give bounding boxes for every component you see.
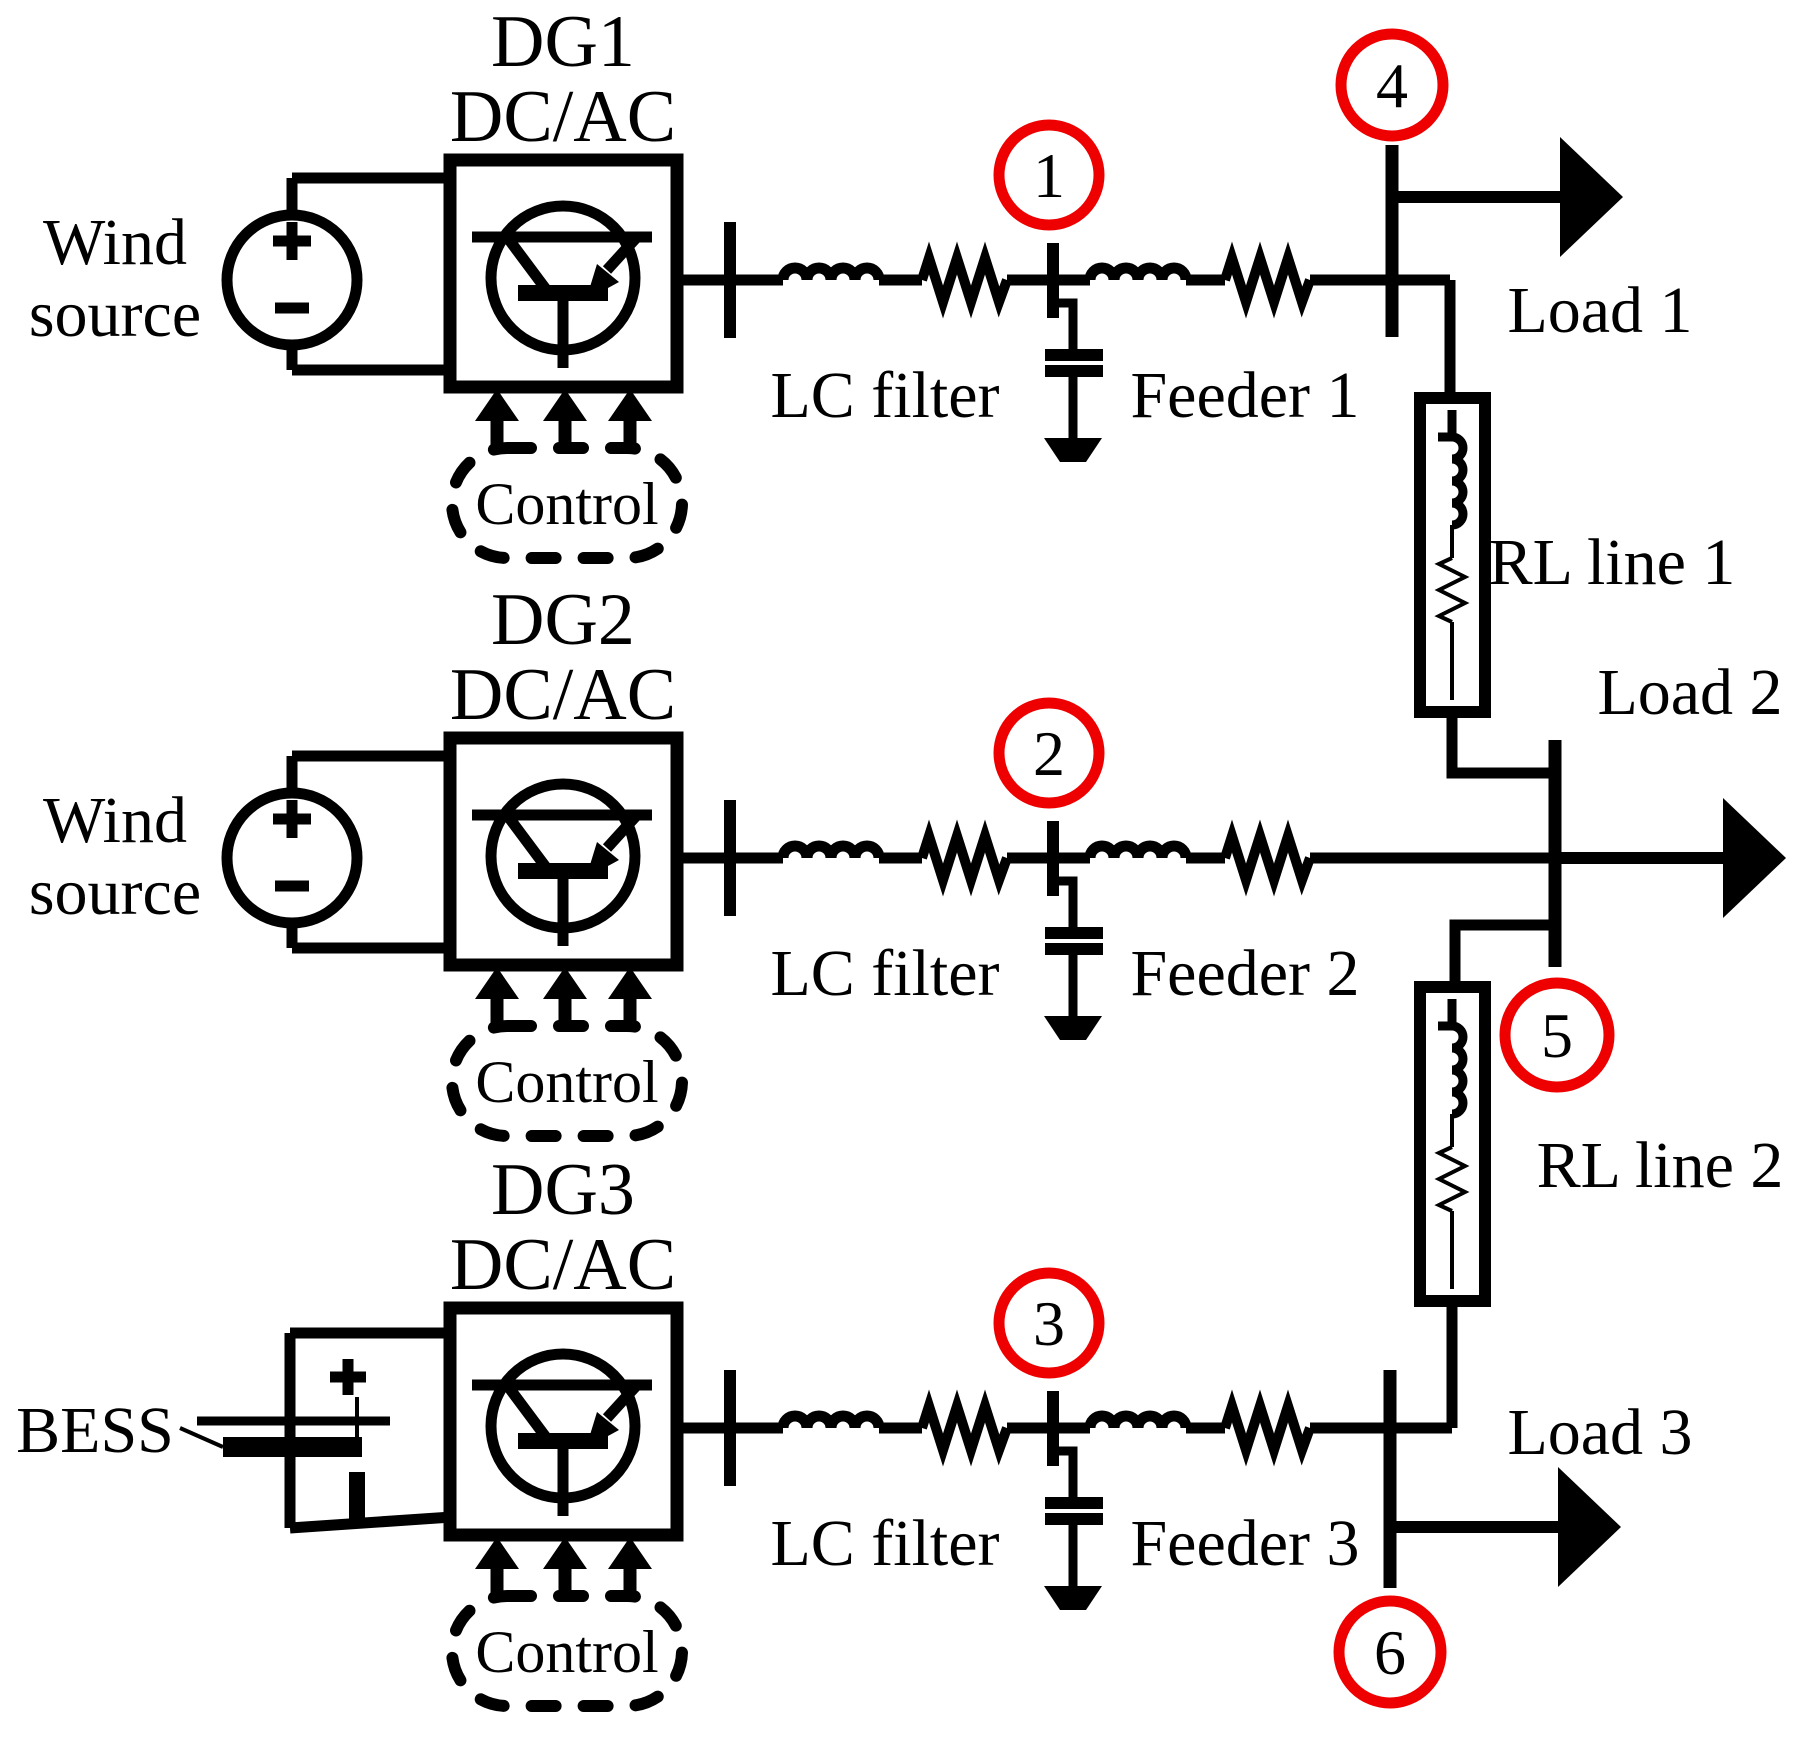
voltage-source-icon: [227, 178, 452, 370]
bus5-to-rl2-wire: [1449, 919, 1555, 987]
dc-ac-converter-icon: [450, 738, 677, 965]
dg3-source-label: BESS: [16, 1394, 174, 1467]
dg3-label: DG3: [491, 1149, 635, 1231]
dg2-control-label: Control: [475, 1049, 658, 1115]
dg1-feeder-label: Feeder 1: [1130, 359, 1359, 432]
dg3-feeder-label: Feeder 3: [1130, 1507, 1359, 1580]
dg2-label: DG2: [491, 579, 635, 661]
dc-ac-converter-icon: [450, 160, 677, 387]
node-4-number: 4: [1376, 50, 1408, 121]
dg1-control-label: Control: [475, 471, 658, 537]
node-1-marker-icon: [993, 119, 1105, 231]
rl-line-1-icon: [1420, 398, 1485, 712]
dg2-lc-filter-label: LC filter: [770, 937, 999, 1010]
dg3-unit: DG3 DC/AC BESS Control LC filter Feeder …: [16, 1149, 1452, 1706]
node-2-number: 2: [1033, 718, 1065, 789]
dg2-unit: DG2 DC/AC Wind source Control LC filter …: [29, 579, 1555, 1136]
network-column: 4 Load 1 RL line 1 Load 2 5 RL line 2 Lo…: [1333, 28, 1786, 1709]
rl-line-2-label: RL line 2: [1537, 1129, 1784, 1202]
node-5-number: 5: [1541, 1000, 1573, 1071]
dc-ac-converter-icon: [450, 1308, 677, 1535]
node-5-marker-icon: [1499, 977, 1615, 1093]
node-3-number: 3: [1033, 1288, 1065, 1359]
node-1-number: 1: [1033, 140, 1065, 211]
dg1-label: DG1: [491, 1, 635, 83]
node-6-marker-icon: [1333, 1595, 1447, 1709]
dg1-lc-filter-label: LC filter: [770, 359, 999, 432]
dg2-source-label-line1: Wind: [43, 784, 187, 857]
dg2-source-label-line2: source: [29, 856, 201, 929]
node-3-marker-icon: [993, 1267, 1105, 1379]
load-1-arrow-icon: [1392, 137, 1623, 257]
dg2-feeder-label: Feeder 2: [1130, 937, 1359, 1010]
node-4-marker-icon: [1335, 28, 1449, 142]
rl-line-1-label: RL line 1: [1489, 526, 1736, 599]
dg1-source-label-line1: Wind: [43, 206, 187, 279]
dg3-converter-label: DC/AC: [450, 1224, 676, 1306]
voltage-source-icon: [227, 756, 452, 948]
dg1-source-label-line2: source: [29, 278, 201, 351]
load-2-arrow-icon: [1555, 798, 1786, 918]
dg3-control-label: Control: [475, 1619, 658, 1685]
load-2-label: Load 2: [1597, 656, 1782, 729]
dg1-unit: DG1 DC/AC Wind source Control LC filter …: [29, 1, 1456, 558]
dg3-lc-filter-label: LC filter: [770, 1507, 999, 1580]
rl1-to-bus5-wire: [1446, 712, 1555, 779]
rl-line-2-icon: [1420, 987, 1485, 1301]
load-3-arrow-icon: [1390, 1467, 1621, 1587]
node-2-marker-icon: [993, 697, 1105, 809]
load-3-label: Load 3: [1507, 1396, 1692, 1469]
dg2-converter-label: DC/AC: [450, 654, 676, 736]
battery-icon: [179, 1327, 453, 1534]
node-6-number: 6: [1374, 1617, 1406, 1688]
load-1-label: Load 1: [1507, 274, 1692, 347]
dg1-converter-label: DC/AC: [450, 76, 676, 158]
